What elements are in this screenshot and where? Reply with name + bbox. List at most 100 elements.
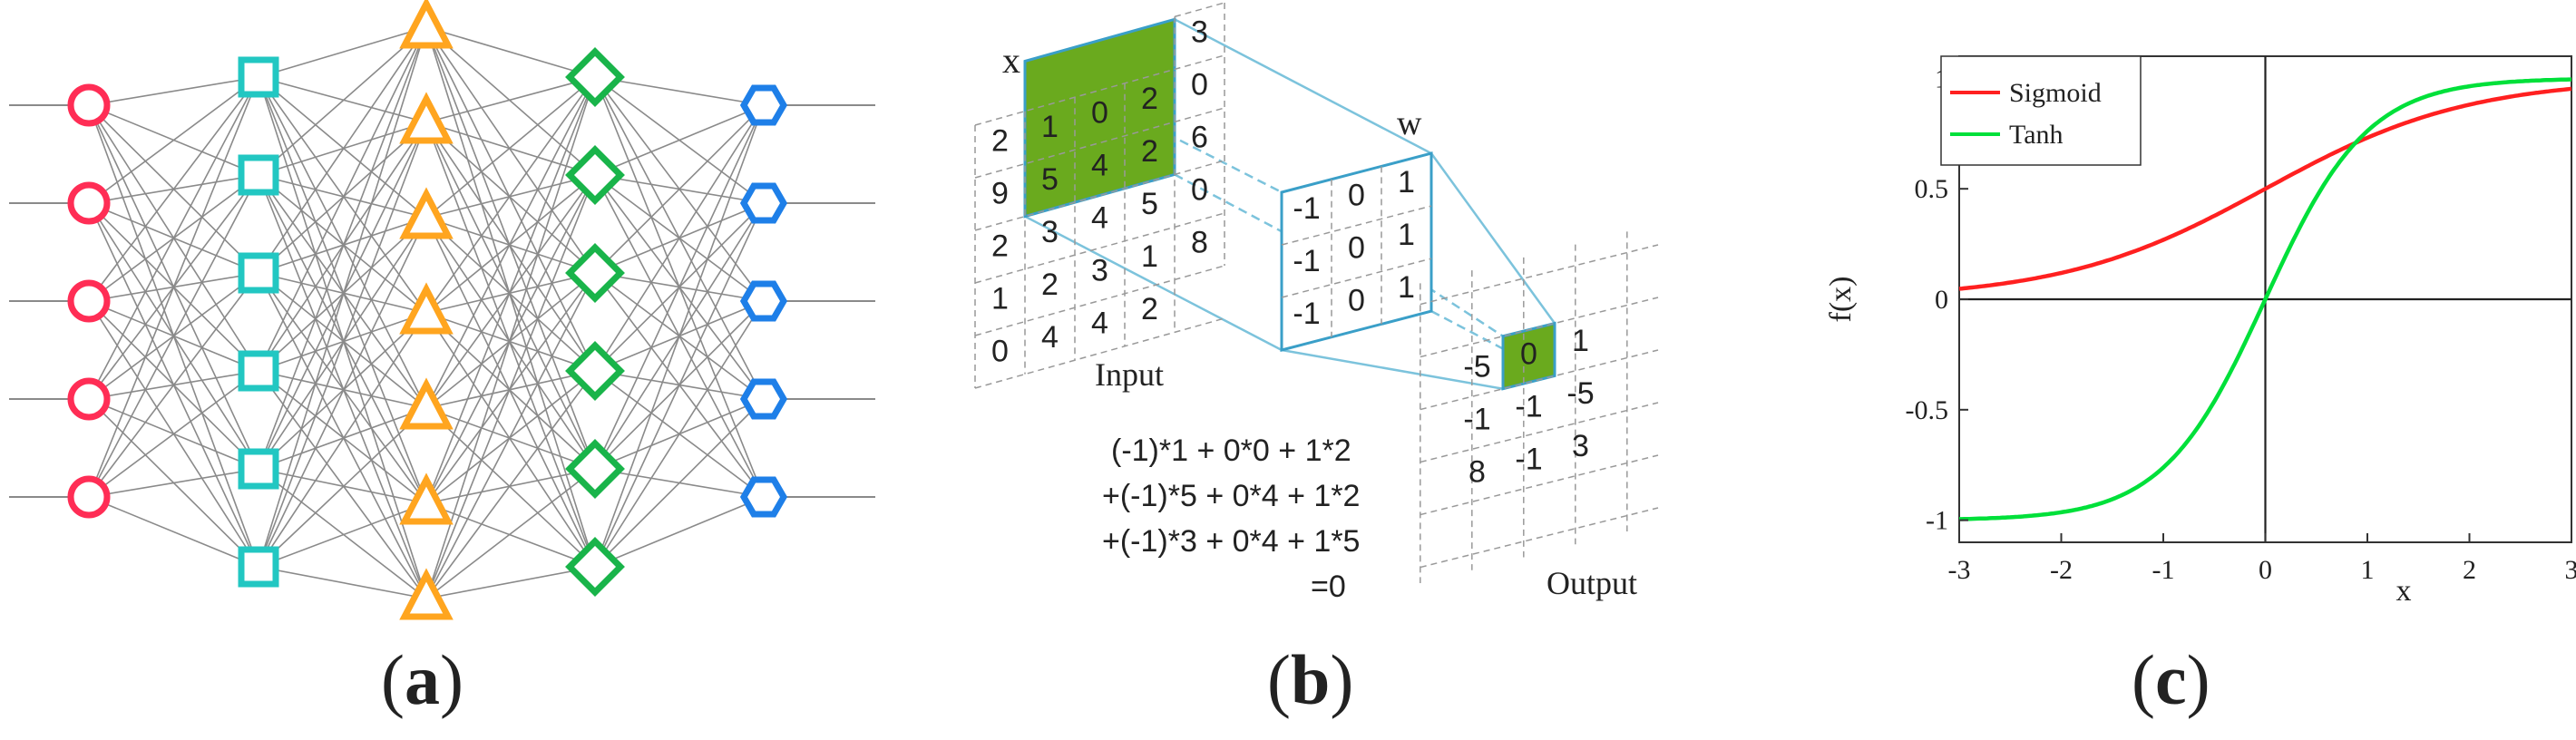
diamond-node — [565, 145, 625, 205]
network-edge — [594, 496, 765, 568]
input-cell: 2 — [991, 123, 1009, 158]
hexagon-node — [739, 378, 788, 420]
caption-c-open: ( — [2132, 640, 2155, 719]
network-edge — [594, 398, 765, 568]
caption-c-close: ) — [2186, 640, 2210, 719]
network-edge — [258, 76, 427, 504]
output-cell: 8 — [1469, 455, 1486, 490]
network-edge — [258, 217, 427, 274]
caption-b-letter: b — [1290, 640, 1331, 719]
y-tick-label: -0.5 — [1906, 395, 1949, 425]
network-edge — [594, 104, 765, 568]
network-edge — [88, 76, 259, 204]
square-node — [238, 546, 279, 588]
network-edge — [258, 76, 427, 219]
caption-a-letter: a — [404, 640, 440, 719]
x-tick-label: -3 — [1948, 555, 1971, 585]
network-edge — [425, 76, 596, 504]
input-cell: 5 — [1041, 162, 1059, 197]
network-edge — [425, 26, 596, 176]
network-edge — [425, 370, 596, 599]
network-edge — [425, 217, 596, 372]
network-edge — [88, 370, 259, 498]
network-edge — [594, 76, 765, 106]
projection-line — [1281, 348, 1504, 390]
network-edge — [258, 26, 427, 176]
legend-box — [1940, 55, 2142, 166]
kernel-symbol-w: w — [1397, 104, 1422, 142]
input-cell: 1 — [1041, 110, 1059, 144]
network-edge — [425, 272, 596, 314]
hexagon-node — [739, 476, 788, 518]
caption-a-close: ) — [439, 640, 463, 719]
network-edge — [425, 76, 596, 219]
network-edge — [425, 122, 596, 568]
kernel-cell: 1 — [1398, 218, 1415, 252]
network-edge — [258, 76, 427, 409]
square-node — [238, 252, 279, 294]
network-nodes — [67, 0, 788, 620]
network-edge — [258, 272, 427, 599]
circle-node — [67, 181, 111, 225]
y-axis-label: f(x) — [1824, 277, 1858, 323]
input-cell: 9 — [991, 176, 1009, 210]
input-cell: 6 — [1191, 121, 1208, 155]
network-edge — [258, 174, 427, 504]
triangle-node — [399, 187, 454, 239]
series-line-sigmoid — [1958, 86, 2572, 291]
network-edge — [425, 26, 596, 274]
network-edge — [594, 202, 765, 568]
network-edge — [425, 312, 596, 568]
x-tick-label: -1 — [2152, 555, 2175, 585]
input-cell: 0 — [1191, 68, 1208, 102]
input-cell: 2 — [1141, 134, 1158, 169]
diamond-node — [565, 439, 625, 499]
output-cell: 1 — [1572, 324, 1589, 358]
network-edge — [594, 104, 765, 274]
y-tick-label: 0.5 — [1915, 174, 1949, 204]
network-edge — [258, 370, 427, 504]
kernel-cell: -1 — [1293, 244, 1320, 278]
input-cell: 1 — [1141, 239, 1158, 274]
network-edge — [88, 76, 259, 498]
network-edge — [425, 217, 596, 470]
x-tick-label: -2 — [2050, 555, 2073, 585]
network-edge — [88, 496, 259, 568]
network-edge — [258, 272, 427, 409]
network-edge — [425, 407, 596, 470]
input-cell: 4 — [1091, 200, 1108, 235]
network-edge — [425, 272, 596, 599]
output-grid-line — [1420, 297, 1659, 358]
square-node — [238, 350, 279, 392]
input-title: Input — [1095, 356, 1164, 393]
caption-b-open: ( — [1267, 640, 1291, 719]
network-edge — [425, 566, 596, 599]
network-edge — [258, 26, 427, 274]
input-cell: 4 — [1041, 320, 1059, 355]
input-cell: 4 — [1091, 306, 1108, 340]
network-edge — [594, 300, 765, 568]
triangle-node — [399, 568, 454, 620]
network-edge — [425, 122, 596, 372]
network-edge — [425, 217, 596, 274]
network-edge — [258, 174, 427, 219]
input-cell: 3 — [1091, 253, 1108, 287]
equation-line-1: (-1)*1 + 0*0 + 1*2 — [1111, 433, 1351, 468]
caption-b-close: ) — [1330, 640, 1354, 719]
network-edge — [258, 566, 427, 599]
triangle-node — [399, 377, 454, 430]
network-edge — [258, 370, 427, 599]
output-grid-line — [1420, 402, 1659, 463]
kernel-grid-line — [1281, 205, 1432, 246]
input-cell: 0 — [1191, 173, 1208, 208]
output-cell: 0 — [1520, 336, 1537, 371]
network-edge — [425, 174, 596, 219]
network-edge — [425, 468, 596, 504]
series-line-tanh — [1959, 77, 2571, 521]
input-cell: 2 — [1141, 292, 1158, 326]
square-node — [238, 154, 279, 196]
kernel-cell: 0 — [1348, 231, 1365, 266]
